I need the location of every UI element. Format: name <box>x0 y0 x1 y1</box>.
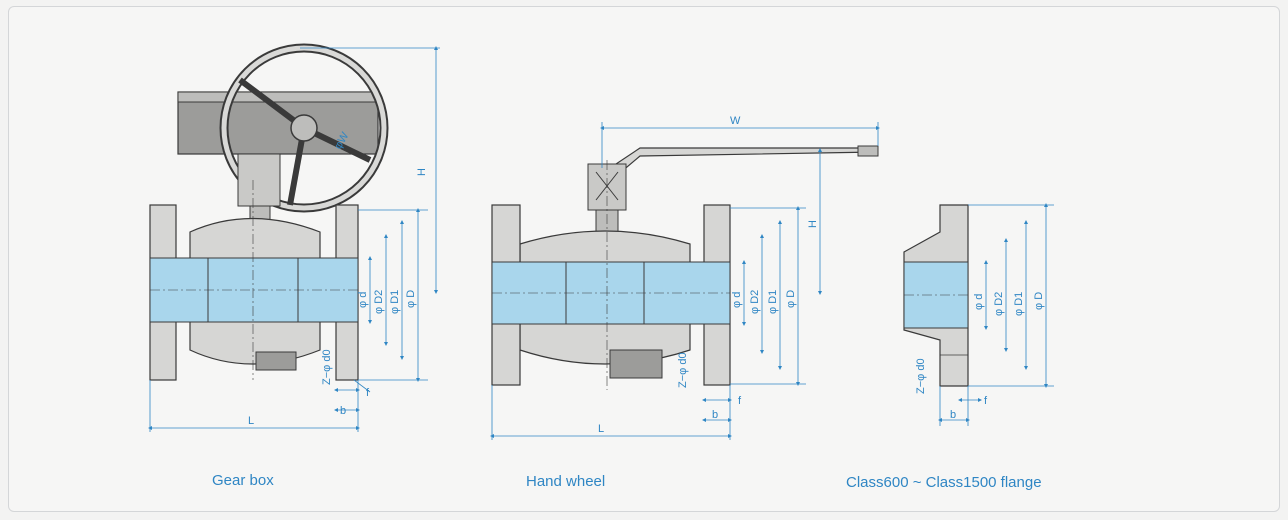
dim-b: b <box>340 405 346 417</box>
dim-d: φ d <box>973 294 985 310</box>
dim-D2: φ D2 <box>749 290 761 314</box>
dim-H: H <box>807 220 819 228</box>
hand-wheel-drawing: W H φ d φ D2 φ D1 φ D Z−φ d0 b f L Hand … <box>490 115 880 490</box>
caption-gear-box: Gear box <box>212 472 274 489</box>
dim-D: φ D <box>1033 292 1045 310</box>
dim-d: φ d <box>357 292 369 308</box>
dim-D1: φ D1 <box>767 290 779 314</box>
dim-b: b <box>950 409 956 421</box>
dim-b: b <box>712 409 718 421</box>
dim-D1: φ D1 <box>389 290 401 314</box>
lever-handle <box>602 147 878 179</box>
dim-W: W <box>730 115 741 127</box>
dim-f: f <box>984 395 988 407</box>
dim-Zd0: Z−φ d0 <box>321 349 333 385</box>
dim-L: L <box>598 423 604 435</box>
dim-D2: φ D2 <box>993 292 1005 316</box>
dim-d: φ d <box>731 292 743 308</box>
flange-drawing: φ d φ D2 φ D1 φ D Z−φ d0 b f Class600 ~ … <box>846 203 1054 491</box>
dim-f: f <box>738 395 742 407</box>
dim-D: φ D <box>405 290 417 308</box>
dim-D: φ D <box>785 290 797 308</box>
dim-Zd0: Z−φ d0 <box>677 352 689 388</box>
dim-L: L <box>248 415 254 427</box>
caption-flange: Class600 ~ Class1500 flange <box>846 474 1042 491</box>
handwheel-hub <box>290 114 318 142</box>
dim-Zd0: Z−φ d0 <box>915 358 927 394</box>
dim-f: f <box>366 387 370 399</box>
dim-H: H <box>416 168 428 176</box>
dim-D1: φ D1 <box>1013 292 1025 316</box>
caption-hand-wheel: Hand wheel <box>526 473 605 490</box>
gear-box-drawing: H φW φ d φ D2 φ D1 φ D Z−φ d0 b f L Gear… <box>148 43 440 489</box>
dim-D2: φ D2 <box>373 290 385 314</box>
